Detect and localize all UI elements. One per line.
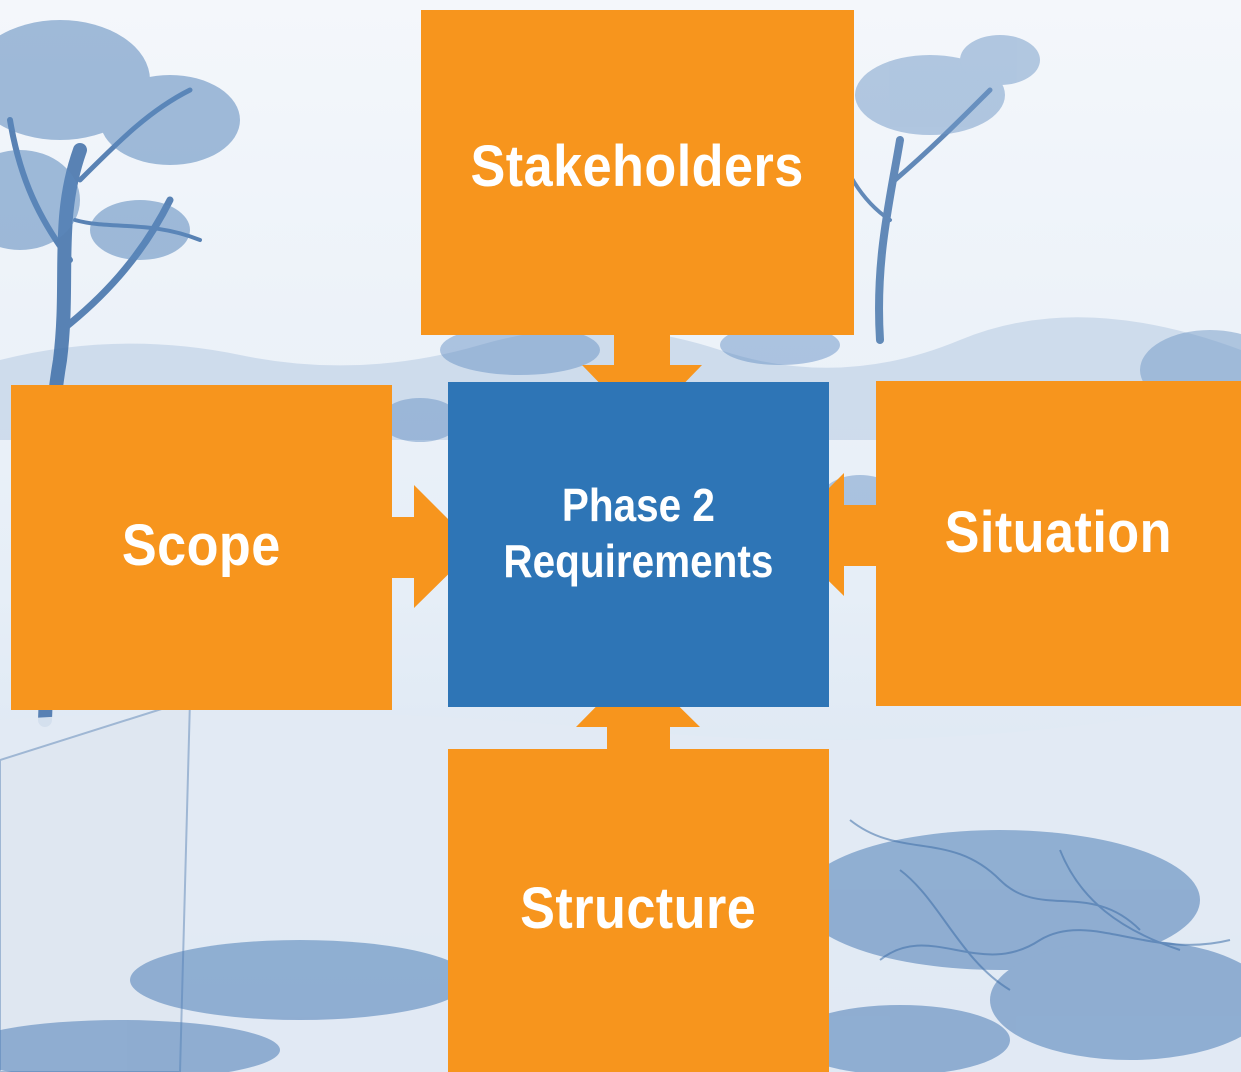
situation-label: Situation xyxy=(944,500,1173,565)
center-box-phase-2-requirements: Phase 2 Requirements xyxy=(448,382,829,707)
arrow-down-from-stakeholders xyxy=(582,335,702,427)
arrow-right-from-scope xyxy=(392,485,476,608)
scope-label: Scope xyxy=(122,513,281,578)
arrow-left-from-situation xyxy=(782,473,876,596)
box-stakeholders: Stakeholders xyxy=(421,10,854,335)
box-situation: Situation xyxy=(876,381,1241,706)
center-box-label: Phase 2 Requirements xyxy=(504,477,774,589)
stakeholders-label: Stakeholders xyxy=(470,134,805,199)
box-scope: Scope xyxy=(11,385,392,710)
center-label-line1: Phase 2 xyxy=(561,478,716,531)
box-structure: Structure xyxy=(448,749,829,1072)
arrow-up-from-structure xyxy=(576,665,700,749)
structure-label: Structure xyxy=(520,876,757,941)
center-label-line2: Requirements xyxy=(503,534,774,587)
